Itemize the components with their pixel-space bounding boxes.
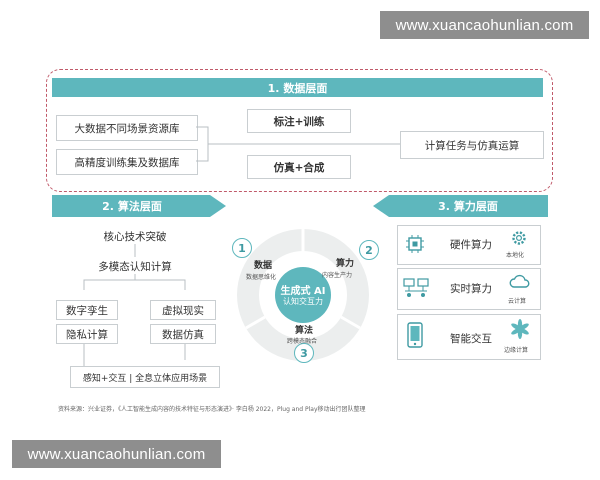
algo-item-vr: 虚拟现实 — [150, 300, 216, 320]
algo-item-digital-twin: 数字孪生 — [56, 300, 118, 320]
segment-data-sub: 数据思维化 — [246, 274, 277, 281]
segment-data-title: 数据 — [254, 261, 273, 271]
center-subtitle: 认知交互力 — [283, 297, 323, 306]
algo-item-privacy: 隐私计算 — [56, 324, 118, 344]
chip-icon — [406, 235, 424, 253]
segment-algorithm-title: 算法 — [295, 326, 314, 336]
perception-interaction-box: 感知+交互 | 全息立体应用场景 — [70, 366, 220, 388]
compute-row-interaction-tag: 边缘计算 — [504, 347, 529, 354]
method-simulate-synthesize: 仿真+合成 — [247, 155, 351, 179]
segment-algorithm-sub: 跨模态融合 — [287, 338, 318, 345]
data-source-1: 大数据不同场景资源库 — [56, 115, 198, 141]
data-source-2: 高精度训练集及数据库 — [56, 149, 198, 175]
compute-row-hardware-tag: 本地化 — [506, 252, 525, 259]
multimodal-cognition: 多模态认知计算 — [82, 258, 188, 274]
algorithm-title-arrow — [52, 195, 226, 217]
segment-compute-sub: 内容生产力 — [322, 272, 353, 279]
segment-compute-title: 算力 — [336, 259, 355, 269]
tablet-icon — [407, 322, 423, 348]
network-devices-icon — [403, 278, 429, 297]
center-ring — [237, 229, 369, 361]
compute-row-realtime-label: 实时算力 — [450, 283, 492, 295]
method-annotate-train: 标注+训练 — [247, 109, 351, 133]
data-layer-frame — [46, 69, 553, 192]
compute-row-realtime-tag: 云计算 — [508, 298, 527, 305]
segment-number-1: 1 — [232, 238, 252, 258]
watermark-top: www.xuancaohunlian.com — [380, 11, 589, 39]
compute-row-interaction-label: 智能交互 — [450, 333, 492, 345]
core-tech-breakthrough: 核心技术突破 — [82, 228, 188, 244]
flower-icon — [511, 319, 529, 339]
cloud-icon — [509, 274, 530, 288]
watermark-bottom: www.xuancaohunlian.com — [12, 440, 221, 468]
algo-item-data-sim: 数据仿真 — [150, 324, 216, 344]
algorithm-layer-title: 2. 算法层面 — [102, 200, 162, 213]
compute-title-arrow — [373, 195, 548, 217]
center-title: 生成式 AI — [280, 286, 326, 297]
segment-number-2: 2 — [359, 240, 379, 260]
gear-icon — [512, 231, 526, 245]
compute-layer-title: 3. 算力层面 — [438, 200, 498, 213]
segment-number-3: 3 — [294, 343, 314, 363]
source-note: 资料来源：兴业证券，《人工智能生成内容的技术特征与形态演进》· 李白杨 2022… — [58, 406, 366, 413]
compute-row-hardware-label: 硬件算力 — [450, 239, 492, 251]
compute-task-box: 计算任务与仿真运算 — [400, 131, 544, 159]
data-layer-title: 1. 数据层面 — [52, 78, 543, 97]
compute-row-realtime — [397, 268, 541, 310]
compute-row-interaction — [397, 314, 541, 360]
